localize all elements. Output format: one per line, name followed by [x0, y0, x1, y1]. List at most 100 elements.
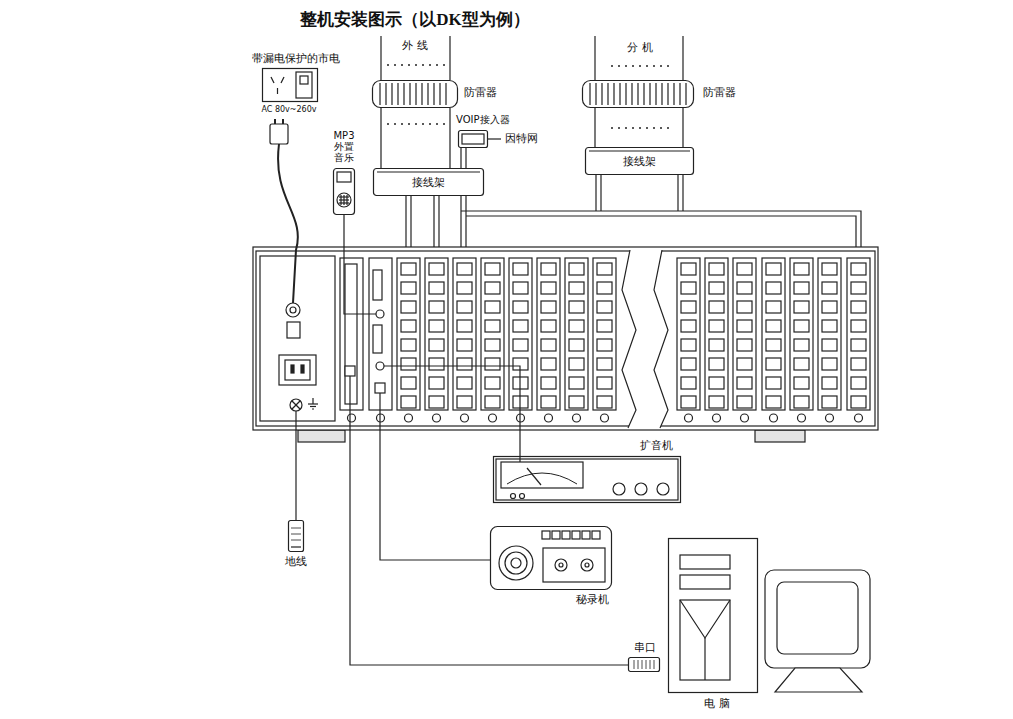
rj-port — [485, 339, 500, 351]
rj-port — [401, 396, 416, 408]
recorder-button — [592, 531, 600, 539]
wire-dot — [639, 65, 641, 67]
protector-rib — [589, 83, 590, 105]
amp-node: 扩音机 — [493, 456, 681, 503]
chassis-foot — [298, 430, 345, 442]
wire-dot — [639, 127, 641, 129]
protector-rib — [409, 83, 410, 105]
card-screw — [348, 414, 356, 422]
rj-port — [681, 320, 696, 332]
rj-port — [681, 282, 696, 294]
voip-wire — [460, 148, 461, 258]
wire-dot — [618, 127, 620, 129]
protector-rib — [421, 83, 422, 105]
protector-rib — [415, 83, 416, 105]
socket-pin — [301, 365, 304, 373]
connector-grip — [642, 660, 643, 669]
ground-wire — [295, 411, 296, 520]
card-screw — [855, 414, 863, 422]
node-label: MP3 外置 音乐 — [329, 130, 359, 163]
wire-dot — [394, 123, 396, 125]
rj-port — [794, 377, 809, 389]
rj-port — [822, 377, 837, 389]
wire-dot — [632, 65, 634, 67]
wire-dot — [408, 64, 410, 66]
wire-dot — [387, 123, 389, 125]
amplifier-led — [511, 494, 516, 499]
rj-port — [822, 263, 837, 275]
break-line — [654, 250, 668, 428]
rj-port — [401, 263, 416, 275]
wire-dot — [387, 64, 389, 66]
serial-port — [345, 366, 355, 376]
power-cord — [278, 144, 298, 303]
ground-plug — [289, 521, 304, 552]
protector-rib — [619, 83, 620, 105]
node-label: 地线 — [285, 556, 307, 569]
extension-wire — [594, 36, 595, 80]
wire-dot — [394, 64, 396, 66]
rj-port — [794, 358, 809, 370]
rj-port — [429, 396, 444, 408]
rj-port — [457, 263, 472, 275]
break-line — [622, 250, 636, 428]
rj-port — [851, 358, 866, 370]
rj-port — [485, 301, 500, 313]
recorder-wire — [380, 393, 490, 560]
protector-rib — [637, 83, 638, 105]
outlet-slot — [271, 77, 274, 83]
rj-port — [541, 377, 556, 389]
rj-port — [822, 358, 837, 370]
rj-port — [541, 320, 556, 332]
rj-port — [709, 263, 724, 275]
amplifier-jack — [376, 362, 384, 370]
chassis-housing — [253, 247, 878, 430]
wiring-frame — [586, 148, 694, 175]
rj-port — [597, 339, 612, 351]
voip-node: VOIP接入器 — [458, 130, 488, 148]
recorder-button — [562, 531, 570, 539]
rj-port — [569, 301, 584, 313]
wire-dot — [401, 123, 403, 125]
amplifier-wire — [519, 456, 520, 462]
serial-connector — [629, 658, 660, 672]
line-card — [733, 258, 756, 410]
rj-port — [681, 301, 696, 313]
node-label: 防雷器 — [464, 87, 497, 100]
recorder-button — [552, 531, 560, 539]
rj-port — [569, 263, 584, 275]
card-connector — [373, 270, 382, 300]
wire-dot — [667, 127, 669, 129]
rj-port — [569, 358, 584, 370]
music-in-jack — [376, 310, 384, 318]
serial-shape — [628, 657, 660, 672]
extension-wire — [682, 175, 683, 211]
wire-dot — [660, 65, 662, 67]
rj-port — [681, 377, 696, 389]
recorder-speaker — [505, 552, 527, 574]
protector-rib — [391, 83, 392, 105]
ribbed-shape — [372, 80, 458, 108]
card-screw — [601, 414, 609, 422]
rj-port — [851, 301, 866, 313]
music-wire — [344, 215, 376, 314]
node-label: 电 脑 — [704, 698, 730, 711]
tower-panel — [680, 600, 730, 680]
rj-port — [794, 339, 809, 351]
rj-port — [766, 339, 781, 351]
rj-port — [485, 377, 500, 389]
rj-port — [541, 396, 556, 408]
rj-port — [794, 396, 809, 408]
control-card — [369, 258, 392, 410]
card-screw — [741, 414, 749, 422]
card-screw — [770, 414, 778, 422]
front-panel — [256, 251, 875, 426]
protector-rib — [379, 83, 380, 105]
node-label: 带漏电保护的市电 — [252, 53, 340, 66]
line-label: 外 线 — [402, 40, 428, 53]
ground-symbol — [312, 398, 313, 404]
ribbed-node: 防雷器 — [582, 80, 694, 108]
connector-grip — [638, 660, 639, 669]
rj-port — [766, 263, 781, 275]
